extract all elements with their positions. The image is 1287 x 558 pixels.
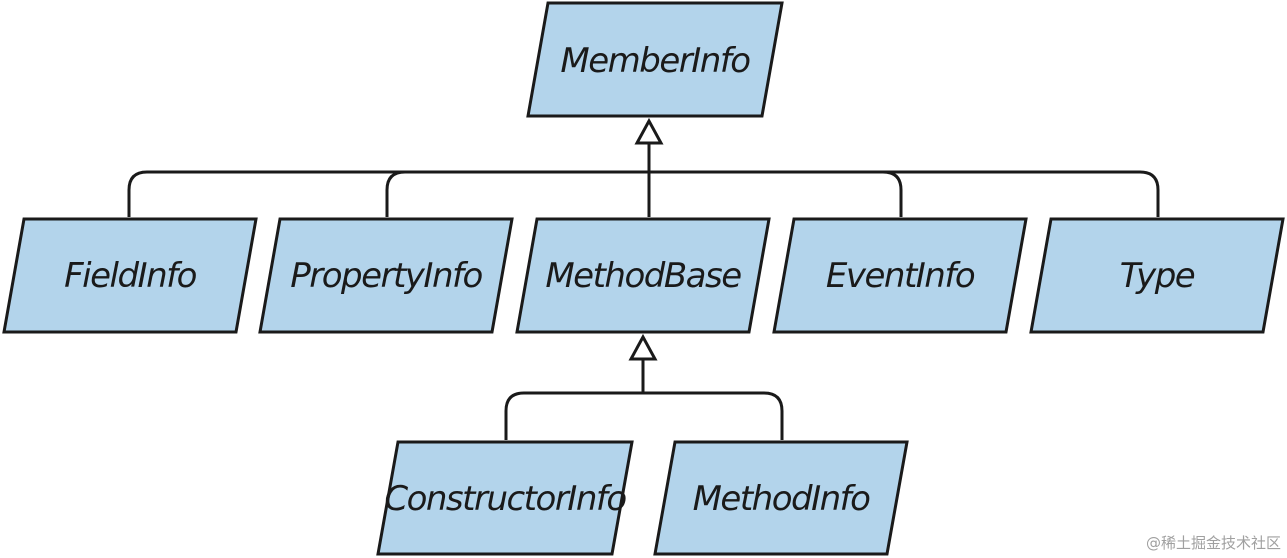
node-methodinfo: MethodInfo xyxy=(653,440,909,556)
node-type-box xyxy=(1029,217,1285,334)
node-propertyinfo-box xyxy=(258,217,514,334)
node-methodbase-label: MethodBase xyxy=(545,256,741,296)
inheritance-arrowhead-methodbase xyxy=(628,333,658,361)
node-eventinfo-label: EventInfo xyxy=(826,256,975,296)
connector-bus-memberinfo xyxy=(127,170,1160,217)
node-memberinfo-box xyxy=(526,1,784,118)
node-methodinfo-box xyxy=(653,440,909,556)
node-propertyinfo: PropertyInfo xyxy=(258,217,514,334)
node-constructorinfo-label: ConstructorInfo xyxy=(384,479,626,519)
node-eventinfo: EventInfo xyxy=(772,217,1028,334)
connectors-methodbase xyxy=(504,333,784,440)
node-methodinfo-label: MethodInfo xyxy=(693,479,871,519)
node-methodbase: MethodBase xyxy=(515,217,771,334)
node-fieldinfo-box xyxy=(2,217,258,334)
connector-eventinfo xyxy=(882,170,903,217)
connectors-memberinfo xyxy=(127,117,1160,217)
node-methodbase-box xyxy=(515,217,771,334)
node-eventinfo-box xyxy=(772,217,1028,334)
node-constructorinfo-box xyxy=(376,440,634,556)
connector-propertyinfo xyxy=(385,170,406,217)
node-type-label: Type xyxy=(1120,256,1195,296)
connector-bus-methodbase xyxy=(504,391,784,440)
node-type: Type xyxy=(1029,217,1285,334)
node-memberinfo-label: MemberInfo xyxy=(560,41,750,81)
node-memberinfo: MemberInfo xyxy=(526,1,784,118)
node-propertyinfo-label: PropertyInfo xyxy=(290,256,482,296)
node-fieldinfo: FieldInfo xyxy=(2,217,258,334)
watermark: @稀土掘金技术社区 xyxy=(1146,534,1281,552)
node-fieldinfo-label: FieldInfo xyxy=(64,256,196,296)
node-constructorinfo: ConstructorInfo xyxy=(376,440,634,556)
inheritance-arrowhead-memberinfo xyxy=(634,117,664,145)
